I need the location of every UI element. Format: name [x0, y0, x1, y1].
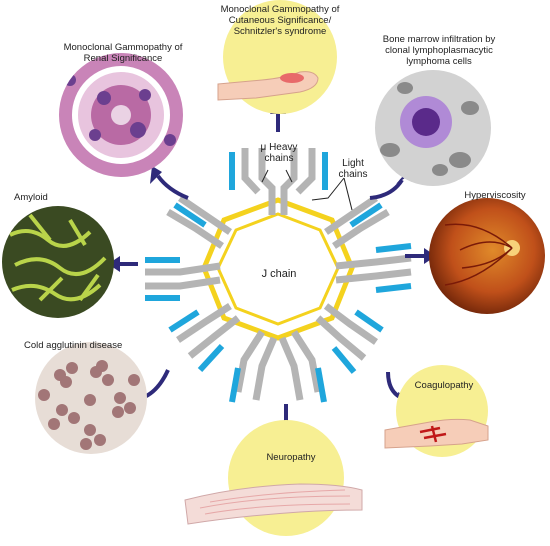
cold-agglutinin-label: Cold agglutinin disease	[24, 340, 123, 351]
amyloid-label: Amyloid	[14, 192, 48, 203]
coag-arm-drawing	[384, 418, 489, 449]
cutaneous-circle	[217, 0, 337, 114]
renal-circle	[59, 53, 183, 177]
igm-pentamer	[145, 148, 412, 403]
light-chains-label: Light chains	[338, 158, 368, 180]
light-pointer-right	[343, 177, 353, 211]
neuropathy-circle	[184, 420, 363, 536]
bleeding-mark	[419, 425, 447, 443]
arrow-upper-left	[156, 174, 189, 200]
renal-label: Monoclonal Gammopathy of Renal Significa…	[63, 42, 183, 64]
retina-circle	[429, 198, 545, 314]
marrow-label: Bone marrow infiltration by clonal lymph…	[382, 34, 496, 67]
coagulopathy-label: Coagulopathy	[414, 380, 474, 391]
cutaneous-label: Monoclonal Gammopathy of Cutaneous Signi…	[220, 4, 340, 37]
marrow-circle	[375, 70, 491, 186]
heavy-pointer-left	[261, 169, 269, 183]
j-chain-inner-ring	[216, 212, 340, 326]
rash-mark	[280, 73, 304, 83]
neuropathy-label: Neuropathy	[266, 452, 316, 463]
light-chains	[145, 152, 412, 403]
cold-agglutinin-circle	[35, 342, 147, 454]
light-pointer-left	[311, 177, 345, 201]
neuro-arm-drawing	[184, 483, 363, 525]
j-chain-ring	[201, 197, 355, 341]
arrow-upper-right	[369, 178, 404, 200]
heavy-pointer-right	[285, 169, 293, 183]
coagulopathy-circle	[384, 365, 489, 457]
heavy-chains	[145, 148, 412, 401]
heavy-chains-label: μ Heavy chains	[260, 142, 298, 164]
amyloid-circle	[2, 206, 114, 318]
hyperviscosity-label: Hyperviscosity	[464, 190, 526, 201]
j-chain-label: J chain	[261, 268, 297, 280]
